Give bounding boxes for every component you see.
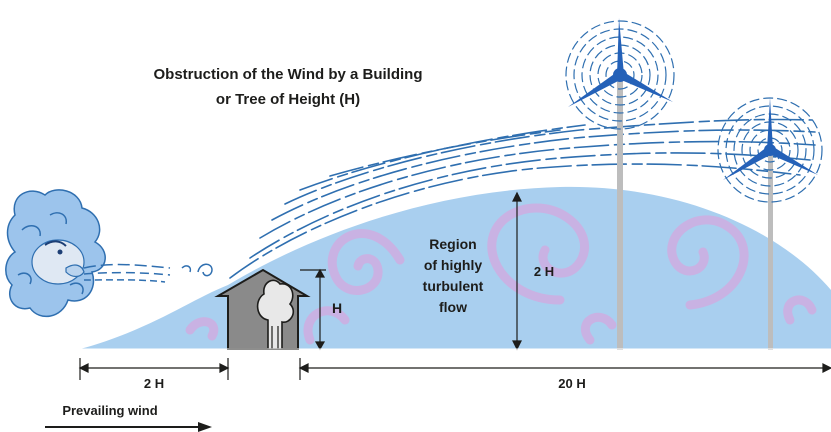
swirl: [580, 312, 617, 345]
swirl: [487, 203, 590, 305]
wind-streamlines: [229, 118, 816, 279]
upwind-distance-marker: [78, 358, 230, 380]
building-height-label: H: [332, 300, 342, 316]
region-label-line-2: of highly: [424, 257, 483, 273]
swirl: [185, 317, 219, 341]
region-height-marker: [512, 191, 522, 351]
swirl: [667, 215, 749, 310]
building-height-marker: [300, 268, 326, 351]
swirl: [783, 295, 817, 325]
turbine-tower: [768, 150, 773, 350]
title-line-2: or Tree of Height (H): [216, 91, 360, 108]
prevailing-wind-label: Prevailing wind: [62, 403, 157, 418]
region-label-line-3: turbulent: [423, 278, 484, 294]
house-icon: [214, 268, 311, 350]
upwind-distance-label: 2 H: [144, 376, 164, 391]
swirl: [303, 306, 350, 345]
turbine-tower: [617, 80, 623, 350]
turbulence-swirls: [185, 203, 817, 345]
region-label-line-1: Region: [429, 236, 476, 252]
wind-turbine-icon: [717, 97, 823, 350]
title-line-1: Obstruction of the Wind by a Building: [153, 66, 422, 83]
wind-turbine-icon: [565, 18, 675, 350]
region-label-line-4: flow: [439, 299, 467, 315]
downwind-distance-label: 20 H: [558, 376, 585, 391]
region-height-label: 2 H: [534, 264, 554, 279]
wind-face-icon: [5, 189, 213, 318]
swirl: [327, 229, 405, 295]
downwind-distance-marker: [298, 358, 831, 380]
tree-icon: [256, 279, 295, 350]
arrow-icon: [45, 422, 212, 432]
